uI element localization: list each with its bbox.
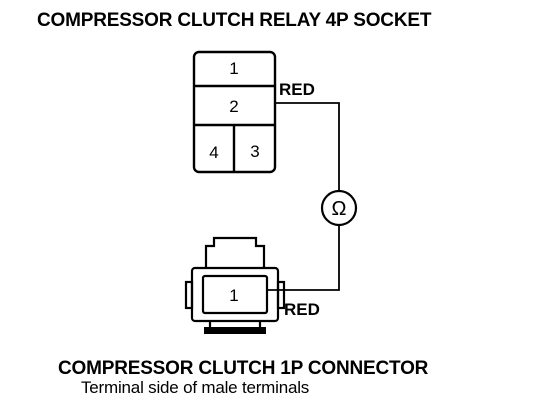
connector-title: COMPRESSOR CLUTCH 1P CONNECTOR <box>58 358 429 379</box>
connector-base <box>204 327 266 334</box>
clutch-connector <box>184 236 286 332</box>
ohmmeter-icon <box>320 189 358 227</box>
wire-label-top: RED <box>279 80 315 99</box>
wire-label-bottom: RED <box>284 300 320 319</box>
socket-terminal-3: 3 <box>250 142 259 161</box>
connector-subtitle: Terminal side of male terminals <box>81 378 310 397</box>
socket-terminal-4: 4 <box>209 143 218 162</box>
relay-socket-title: COMPRESSOR CLUTCH RELAY 4P SOCKET <box>37 10 432 31</box>
wire-path <box>268 102 340 291</box>
relay-socket <box>192 50 277 174</box>
connector-terminal-1: 1 <box>229 286 238 305</box>
socket-terminal-1: 1 <box>229 59 238 78</box>
socket-terminal-2: 2 <box>229 97 238 116</box>
ohm-symbol: Ω <box>332 198 347 220</box>
